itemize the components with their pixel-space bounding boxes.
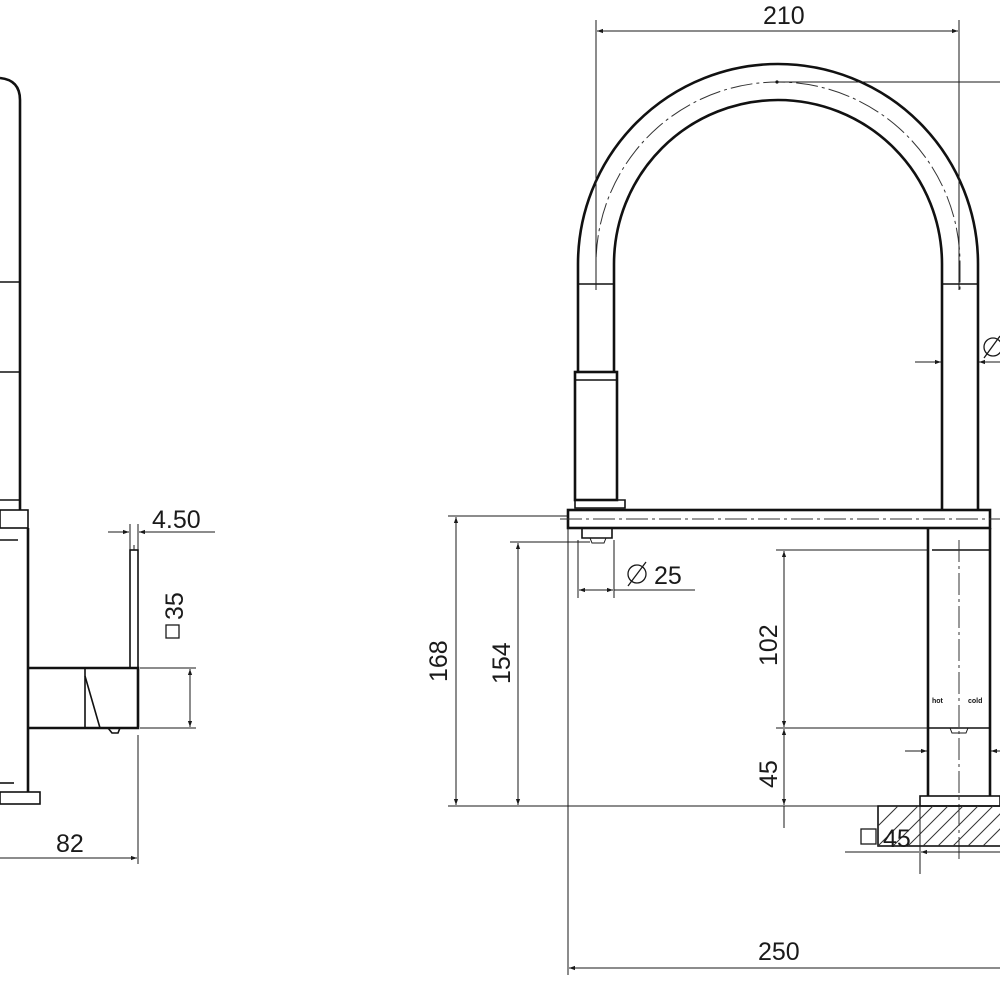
dim-diameter-25: 25 [577, 540, 695, 598]
arch-top-leader [775, 80, 1000, 84]
dim-168: 168 [425, 515, 878, 807]
hot-label: hot [932, 698, 944, 705]
dim-45-vertical: 45 [755, 729, 787, 828]
square-35-label: 35 [161, 592, 189, 620]
dim-102-label: 102 [755, 624, 783, 666]
dim-hose-diameter [915, 335, 1000, 365]
dim-45-vertical-label: 45 [755, 760, 783, 788]
square-symbol-icon [165, 624, 180, 639]
dim-4-50-label: 4.50 [152, 506, 201, 534]
side-view [0, 76, 140, 805]
dim-210: 210 [595, 2, 960, 290]
dim-154-label: 154 [488, 642, 516, 684]
diameter-25-label: 25 [654, 562, 682, 590]
dim-4-50: 4.50 [108, 506, 215, 550]
side-body-outline [0, 76, 22, 510]
dim-210-label: 210 [763, 2, 805, 30]
square-45-symbol-icon [860, 828, 877, 845]
bench-hatching [878, 806, 1000, 846]
spout-outer-outline [576, 62, 980, 284]
front-view: hot cold [560, 62, 1000, 860]
spout-centreline [595, 81, 961, 290]
cold-label: cold [968, 698, 982, 705]
dim-250-label: 250 [758, 938, 800, 966]
dim-82: 82 [0, 735, 139, 864]
dim-250: 250 [567, 528, 1000, 975]
dim-square-35: 35 [140, 592, 196, 729]
dim-102: 102 [755, 549, 928, 729]
dim-154: 154 [488, 541, 590, 805]
diameter-25-symbol-icon [627, 561, 647, 587]
dim-168-label: 168 [425, 640, 453, 682]
diameter-symbol-icon [983, 337, 1000, 357]
dim-square-45: 45 [845, 806, 1000, 874]
dim-82-label: 82 [56, 830, 84, 858]
spout-inner-outline [612, 98, 944, 284]
square-45-label: 45 [883, 825, 911, 853]
